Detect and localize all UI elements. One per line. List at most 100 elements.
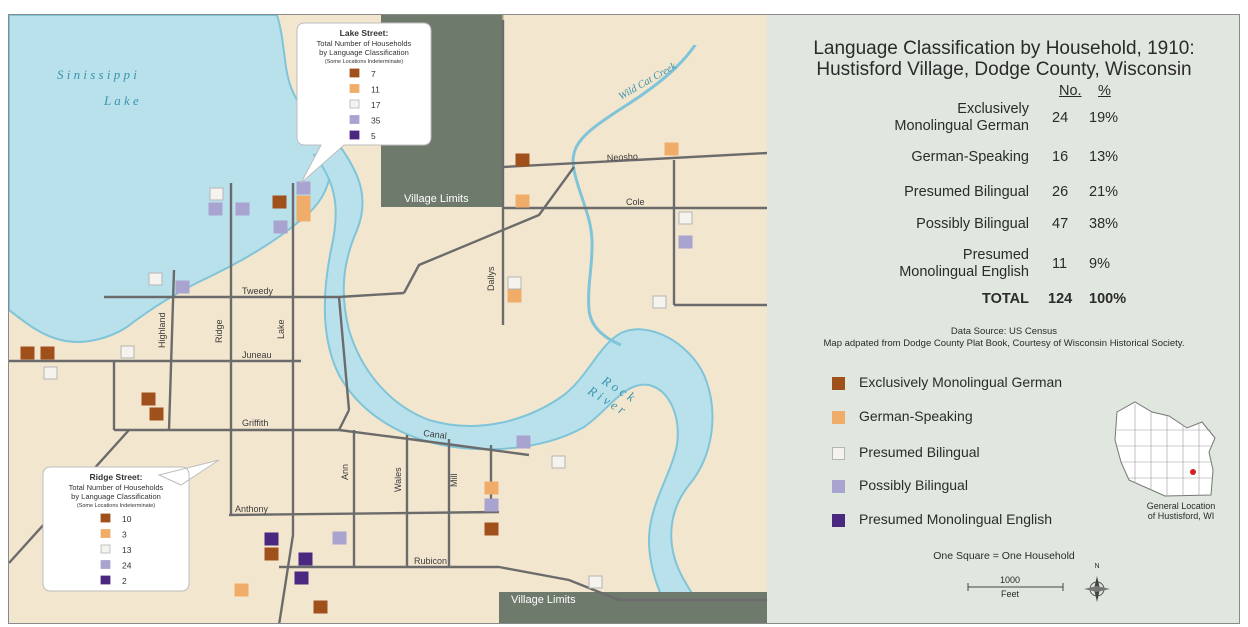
lake-callout-subtitle-1: Total Number of Households: [317, 39, 412, 48]
legend-label-presumed-bilingual: Presumed Bilingual: [859, 444, 980, 460]
household-presumed-bilingual: [507, 276, 522, 290]
row-no-possibly-bilingual: 47: [1052, 216, 1069, 232]
data-source: Data Source: US Census: [950, 326, 1058, 337]
road-network: [9, 20, 767, 623]
ridge-callout-note: (Some Locations Indeterminate): [77, 503, 155, 509]
legend-swatch-mono-german: [832, 377, 845, 390]
household-presumed-bilingual: [43, 366, 58, 380]
info-panel: Language Classification by Household, 19…: [767, 15, 1239, 623]
row-label-mono-english: Presumed Monolingual English: [899, 247, 1029, 280]
legend-label-german-speaking: German-Speaking: [859, 408, 973, 424]
legend-label-possibly-bilingual: Possibly Bilingual: [859, 477, 968, 493]
street-anthony: Anthony: [235, 504, 269, 514]
ridge-callout-count-german-speaking: 3: [122, 530, 127, 540]
household-mono-english: [264, 532, 279, 546]
street-griffith: Griffith: [242, 418, 268, 428]
lake-callout-count-german-speaking: 11: [371, 85, 380, 95]
household-mono-german: [272, 195, 287, 209]
street-neosho: Neosho: [607, 151, 639, 163]
street-canal: Canal: [423, 428, 448, 441]
lake-callout-swatch-presumed-bilingual: [349, 99, 360, 109]
row-no-german-speaking: 16: [1052, 149, 1069, 165]
household-mono-german: [515, 153, 530, 167]
legend-swatch-mono-english: [832, 514, 845, 527]
row-label-german-speaking: German-Speaking: [911, 149, 1029, 165]
lake-callout-swatch-german-speaking: [349, 84, 360, 93]
village-limits-label-top: Village Limits: [404, 193, 469, 205]
household-mono-german: [484, 522, 499, 536]
household-mono-german: [313, 600, 328, 614]
ridge-callout-swatch-mono-english: [100, 575, 111, 585]
household-possibly-bilingual: [296, 181, 311, 195]
ridge-callout-subtitle-2: by Language Classification: [71, 492, 161, 501]
panel-title-line2: Hustisford Village, Dodge County, Wiscon…: [816, 59, 1192, 80]
lake-callout-swatch-mono-german: [349, 68, 360, 78]
street-cole: Cole: [626, 197, 645, 207]
lake-callout-title: Lake Street:: [340, 28, 389, 38]
household-possibly-bilingual: [678, 235, 693, 249]
household-german-speaking: [507, 289, 522, 303]
scale-value: 1000: [999, 575, 1021, 585]
household-german-speaking: [296, 195, 311, 209]
total-pct: 100%: [1089, 291, 1127, 307]
household-possibly-bilingual: [175, 280, 190, 294]
household-mono-german: [149, 407, 164, 421]
row-label-presumed-bilingual: Presumed Bilingual: [904, 184, 1029, 200]
map-figure: S i n i s s i p p i L a k e R o c k R i …: [8, 14, 1240, 624]
lake-callout-subtitle-2: by Language Classification: [319, 48, 409, 57]
total-label: TOTAL: [982, 291, 1029, 307]
household-mono-german: [141, 392, 156, 406]
ridge-callout-swatch-mono-german: [100, 513, 111, 523]
household-german-speaking: [664, 142, 679, 156]
street-dallys: Dallys: [486, 266, 496, 291]
map-credit: Map adpated from Dodge County Plat Book,…: [823, 338, 1185, 349]
street-mill: Mill: [449, 474, 459, 488]
household-presumed-bilingual: [148, 272, 163, 286]
household-possibly-bilingual: [484, 498, 499, 512]
street-highland: Highland: [157, 312, 167, 348]
row-no-mono-german: 24: [1052, 110, 1069, 126]
legend-swatch-german-speaking: [832, 411, 845, 424]
row-pct-mono-german: 19%: [1089, 110, 1119, 126]
household-german-speaking: [234, 583, 249, 597]
lake-callout-count-possibly-bilingual: 35: [371, 116, 381, 126]
household-possibly-bilingual: [516, 435, 531, 449]
household-mono-english: [298, 552, 313, 566]
street-ridge: Ridge: [214, 319, 224, 343]
household-mono-english: [294, 571, 309, 585]
street-wales: Wales: [393, 467, 403, 492]
lake-callout-swatch-possibly-bilingual: [349, 115, 360, 124]
household-possibly-bilingual: [235, 202, 250, 216]
street-ann: Ann: [340, 464, 350, 480]
legend-label-mono-german: Exclusively Monolingual German: [859, 374, 1063, 390]
household-german-speaking: [484, 481, 499, 495]
household-presumed-bilingual: [652, 295, 667, 309]
ridge-callout-swatch-german-speaking: [100, 529, 111, 538]
ridge-street-callout: Ridge Street: Total Number of Households…: [42, 459, 220, 592]
wisconsin-inset-map: [1114, 401, 1216, 497]
row-no-presumed-bilingual: 26: [1052, 184, 1069, 200]
scale-bar: [967, 583, 1064, 591]
street-lake: Lake: [276, 319, 286, 339]
panel-title-line1: Language Classification by Household, 19…: [813, 38, 1195, 59]
column-header-no: No.: [1059, 83, 1082, 99]
row-pct-mono-english: 9%: [1089, 256, 1110, 272]
household-presumed-bilingual: [209, 187, 224, 201]
legend-swatch-presumed-bilingual: [832, 447, 845, 460]
household-german-speaking: [296, 208, 311, 222]
household-possibly-bilingual: [332, 531, 347, 545]
total-no: 124: [1048, 291, 1073, 307]
ridge-callout-swatch-possibly-bilingual: [100, 560, 111, 569]
household-mono-german: [264, 547, 279, 561]
ridge-callout-swatch-presumed-bilingual: [100, 544, 111, 554]
legend-swatch-possibly-bilingual: [832, 480, 845, 493]
row-no-mono-english: 11: [1052, 256, 1068, 272]
street-tweedy: Tweedy: [242, 286, 274, 296]
household-presumed-bilingual: [120, 345, 135, 359]
household-mono-german: [40, 346, 55, 360]
legend-label-mono-english: Presumed Monolingual English: [859, 511, 1052, 527]
household-mono-german: [20, 346, 35, 360]
village-limits-label-bottom: Village Limits: [511, 594, 576, 606]
village-limits-bottom: [499, 592, 767, 623]
north-label: N: [1094, 563, 1100, 570]
